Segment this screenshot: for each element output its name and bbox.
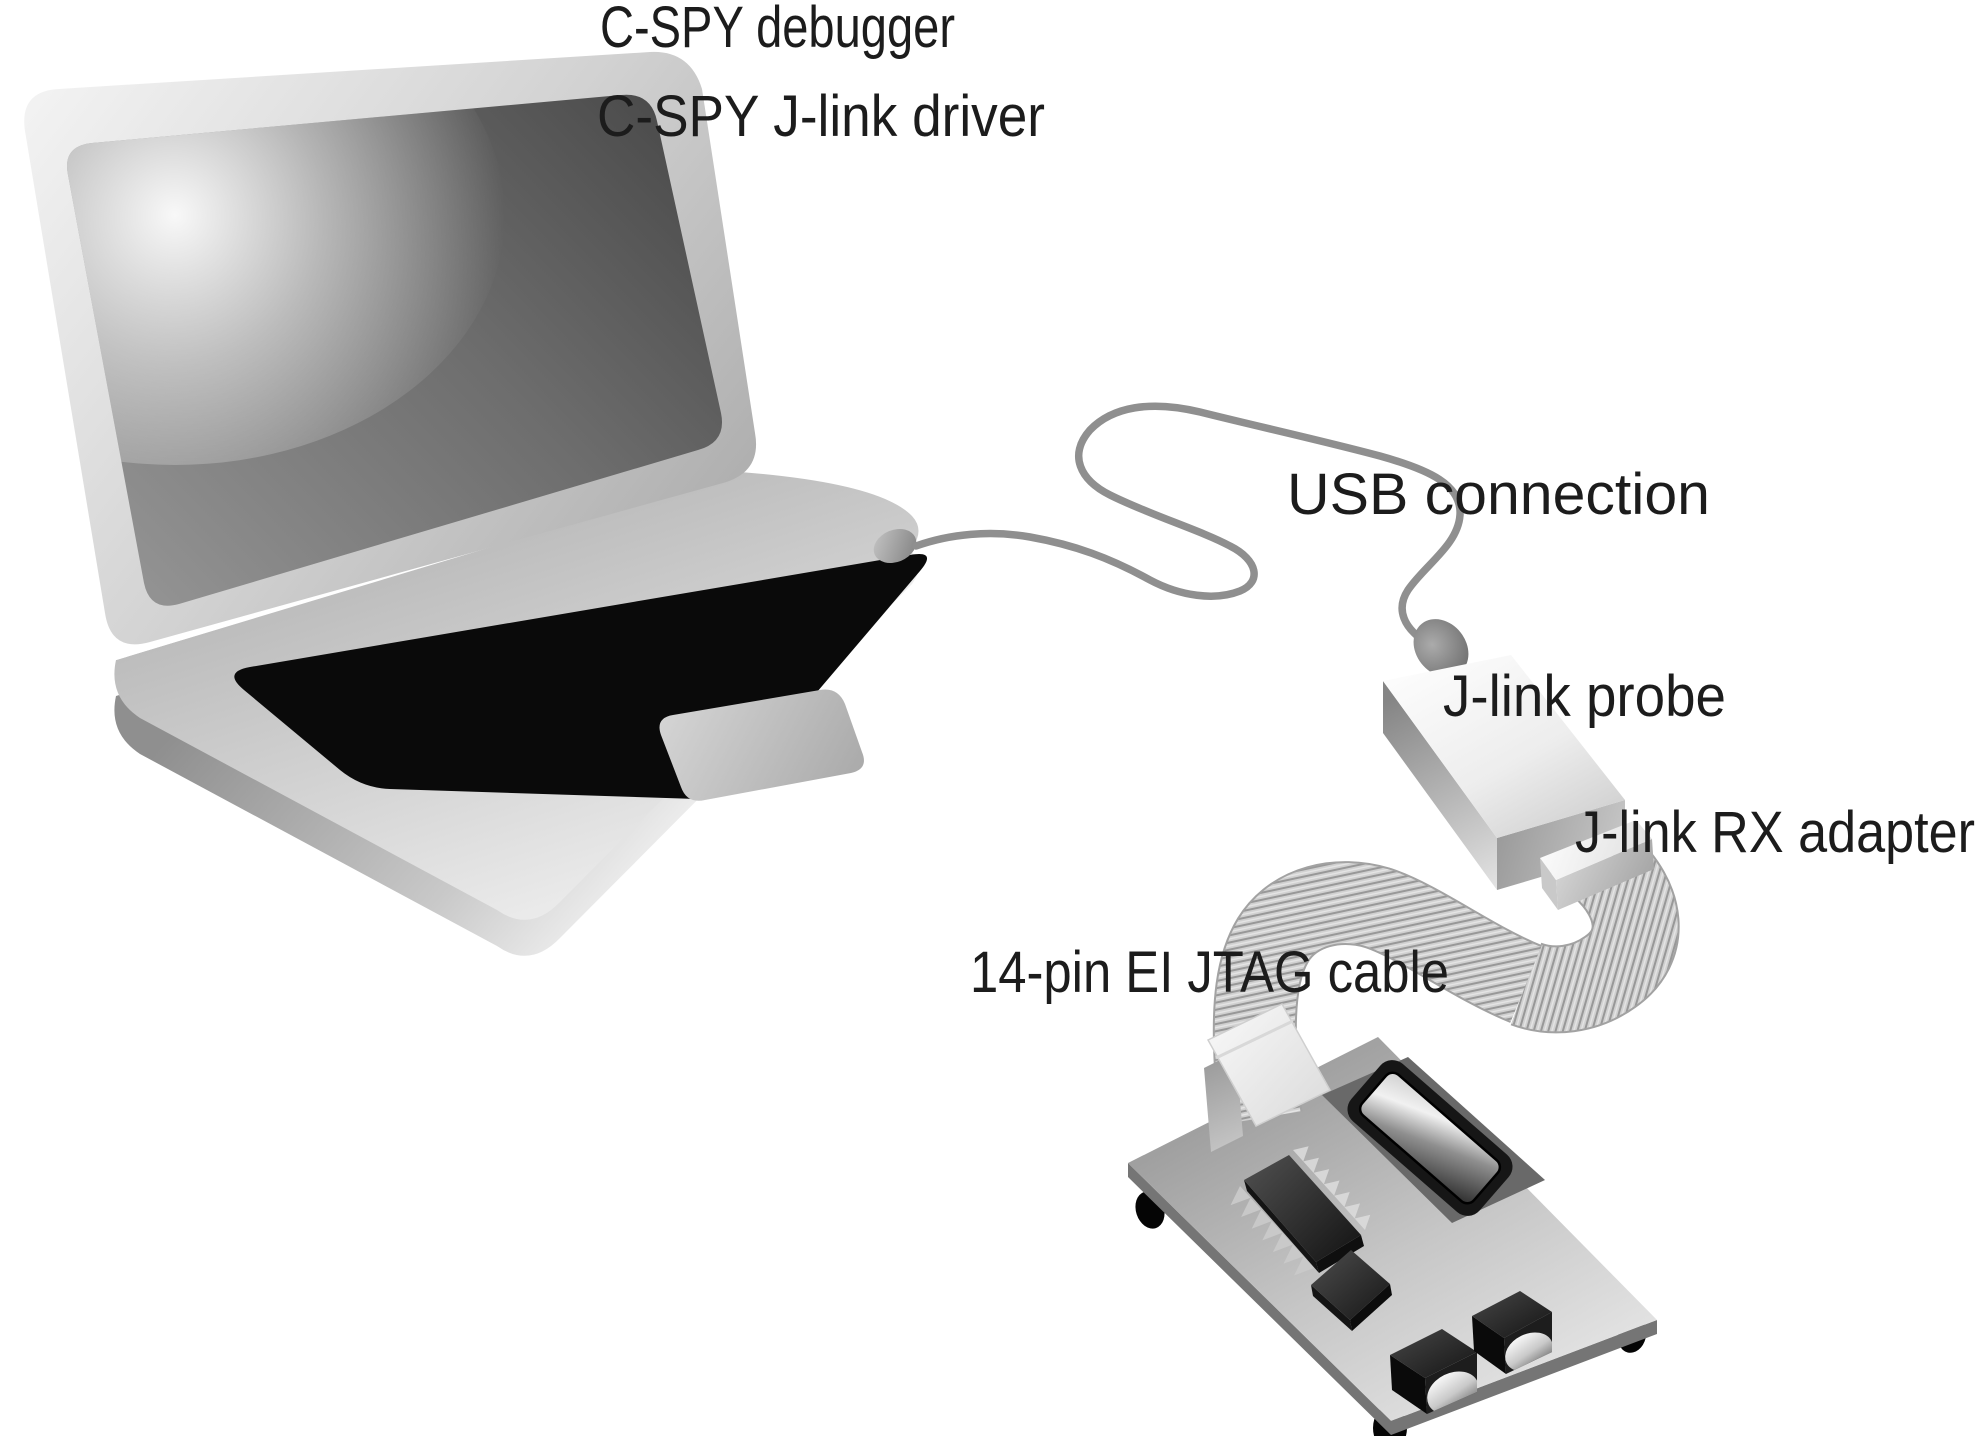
probe-cable-plug [1413,619,1469,677]
label-jlink-rx-adapter: J-link RX adapter [1575,800,1975,865]
ic-pins-right [1293,1146,1371,1230]
ic-chip-front [1316,1235,1364,1273]
connector-cable-end [1206,1003,1332,1127]
label-jtag-cable: 14-pin EI JTAG cable [970,940,1449,1005]
probe-front-face [1497,800,1625,890]
target-board [1128,1037,1657,1436]
ic-chip-top [1244,1155,1361,1262]
usb-port-plug [873,529,917,563]
rx-adapter [1540,820,1654,910]
screen-glare [67,94,505,465]
probe-left-face [1383,681,1497,890]
ic-chip-side [1244,1180,1319,1273]
jlink-probe [1383,619,1654,910]
labels: C-SPY debugger C-SPY J-link driver USB c… [597,0,1975,1005]
ic-pins-left [1230,1186,1314,1276]
small-chip-side [1311,1285,1352,1331]
display-module [1347,1060,1513,1216]
label-cspy-jlink-driver: C-SPY J-link driver [597,84,1045,149]
usb-cable [912,402,1464,645]
laptop [24,51,928,956]
laptop-trackpad [659,689,864,801]
rx-adapter-top [1540,820,1652,880]
small-chip-front [1350,1284,1392,1331]
board-ribbon-connector [1204,1003,1332,1152]
small-chip-top [1311,1250,1390,1320]
label-usb-connection: USB connection [1287,462,1710,527]
label-cspy-debugger: C-SPY debugger [600,0,955,60]
rx-adapter-side [1540,858,1558,910]
rx-adapter-front [1556,839,1654,910]
label-jlink-probe: J-link probe [1443,664,1726,729]
probe-top-face [1383,655,1625,838]
